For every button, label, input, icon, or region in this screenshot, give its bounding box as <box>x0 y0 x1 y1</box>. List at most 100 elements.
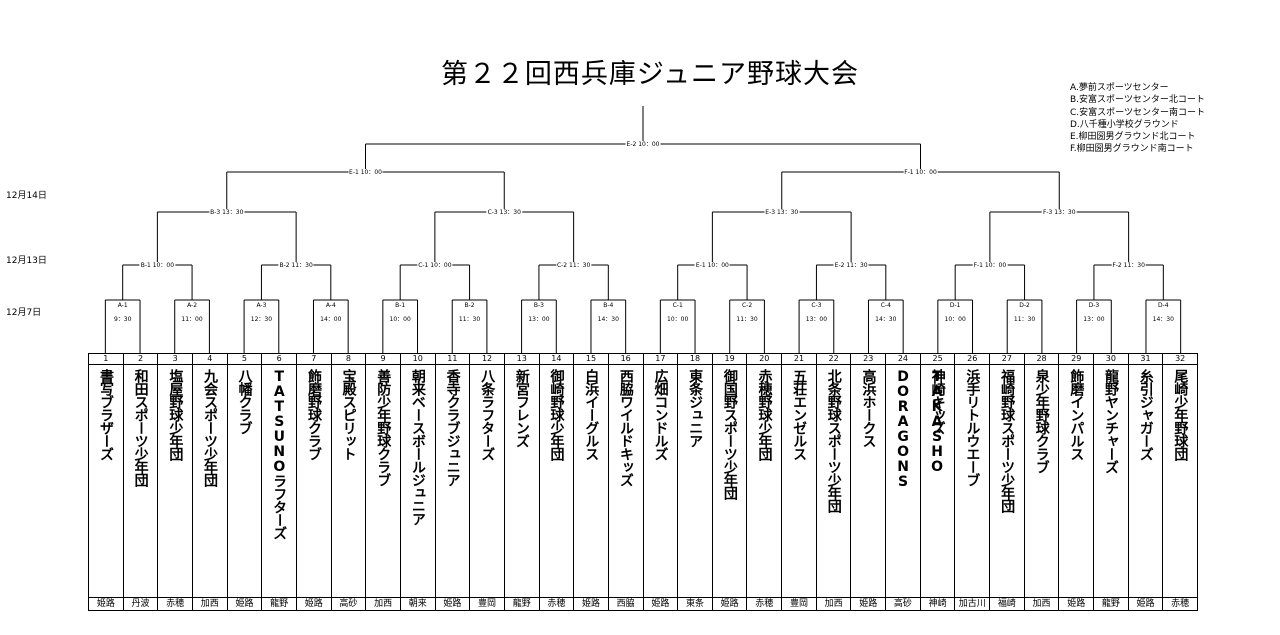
team-area: 姫路 <box>89 597 123 610</box>
team-number: 11 <box>435 354 470 365</box>
team-number: 8 <box>331 354 366 365</box>
team-name: 泉少年野球クラブ <box>1033 369 1050 473</box>
match-label: B-3 13：30 <box>209 209 245 216</box>
team-number: 23 <box>851 354 886 365</box>
match-label: F-3 13：30 <box>1041 209 1077 216</box>
team-area: 神崎 <box>920 597 955 610</box>
team-number: 1 <box>89 354 123 365</box>
team-name: 飾磨インパルス <box>1068 369 1085 460</box>
team-area: 姫路 <box>643 597 678 610</box>
legend-item: A.夢前スポーツセンター <box>1070 83 1169 93</box>
team-area: 姫路 <box>851 597 886 610</box>
match-time: 11：30 <box>458 316 481 323</box>
team-number: 31 <box>1128 354 1163 365</box>
legend-item: E.柳田圀男グラウンド北コート <box>1070 132 1196 143</box>
team-name: 九会スポーツ少年団 <box>201 369 218 486</box>
team-area: 龍野 <box>1094 597 1128 610</box>
match-label: A-4 <box>324 302 337 309</box>
legend-item: B.安富スポーツセンター北コート <box>1070 95 1205 106</box>
match-time: 13：00 <box>528 316 550 323</box>
team-name: TAKASHO DORAGONS <box>895 369 946 489</box>
match-label: C-1 <box>671 302 684 309</box>
match-label: C-2 11：30 <box>555 262 592 269</box>
team-name: 福崎野球スポーツ少年団 <box>999 369 1016 512</box>
team-number: 32 <box>1163 354 1197 365</box>
team-name: 白浜イーグルス <box>583 369 600 460</box>
match-label: E-1 10：00 <box>694 262 730 269</box>
team-area: 加西 <box>366 597 400 610</box>
team-area: 豊岡 <box>470 597 504 610</box>
team-name: 尾崎少年野球団 <box>1172 369 1189 460</box>
team-name: 赤穂野球少年団 <box>756 369 773 460</box>
team-number: 5 <box>227 354 262 365</box>
date-round-first: 12月7日 <box>6 308 42 318</box>
team-area: 姫路 <box>435 597 470 610</box>
match-label: B-1 <box>394 302 407 309</box>
team-number: 4 <box>192 354 227 365</box>
team-area: 加西 <box>816 597 851 610</box>
team-number: 29 <box>1059 354 1094 365</box>
team-name: 八幡クラブ <box>236 369 253 434</box>
match-label: B-3 <box>532 302 545 309</box>
team-area: 加西 <box>1024 597 1059 610</box>
team-name: 八条ラフターズ <box>479 369 496 460</box>
match-time: 11：30 <box>736 316 758 323</box>
team-number: 25 <box>920 354 955 365</box>
team-number: 27 <box>990 354 1024 365</box>
team-name: 塩屋野球少年団 <box>167 369 184 460</box>
match-label: E-2 11：30 <box>833 262 869 269</box>
legend-item: F.柳田圀男グラウンド南コート <box>1070 144 1194 155</box>
team-area: 姫路 <box>574 597 608 610</box>
date-round-second: 12月13日 <box>6 256 47 266</box>
team-name: 書写ブラザーズ <box>98 369 114 460</box>
team-area: 姫路 <box>296 597 331 610</box>
team-area: 龍野 <box>504 597 539 610</box>
team-number: 26 <box>955 354 990 365</box>
team-number: 19 <box>712 354 747 365</box>
team-number: 9 <box>366 354 400 365</box>
team-name: 糸引ジャガーズ <box>1137 369 1154 460</box>
match-label: E-1 10：00 <box>348 169 383 176</box>
match-time: 14：30 <box>597 316 619 323</box>
match-time: 13：00 <box>805 316 828 323</box>
team-area: 龍野 <box>262 597 296 610</box>
team-column: 9 善防少年野球クラブ加西 <box>365 354 400 610</box>
team-number: 18 <box>678 354 712 365</box>
match-time: 10：00 <box>944 316 966 323</box>
team-name: 善防少年野球クラブ <box>375 369 392 486</box>
match-time: 11：30 <box>1013 316 1036 323</box>
team-column: 25 神崎キッズ神崎 <box>919 354 955 610</box>
team-name: 神崎キッズ <box>929 369 946 434</box>
team-number: 7 <box>296 354 331 365</box>
team-number: 16 <box>608 354 643 365</box>
team-area: 朝来 <box>400 597 435 610</box>
team-name: 御国野スポーツ少年団 <box>721 369 738 499</box>
match-label: D-4 <box>1157 302 1170 309</box>
match-label: B-1 10：00 <box>139 262 176 269</box>
team-number: 30 <box>1094 354 1128 365</box>
match-label: F-2 11：30 <box>1111 262 1146 269</box>
match-label: C-3 <box>810 302 823 309</box>
team-number: 17 <box>643 354 678 365</box>
match-label: D-3 <box>1087 302 1101 309</box>
match-label: B-2 11：30 <box>278 262 314 269</box>
team-number: 6 <box>262 354 296 365</box>
match-label: A-3 <box>255 302 268 309</box>
match-label: B-2 <box>463 302 476 309</box>
match-time: 10：00 <box>667 316 689 323</box>
team-name: 北条野球スポーツ少年団 <box>825 369 842 512</box>
match-time: 14：30 <box>875 316 897 323</box>
team-number: 28 <box>1024 354 1059 365</box>
